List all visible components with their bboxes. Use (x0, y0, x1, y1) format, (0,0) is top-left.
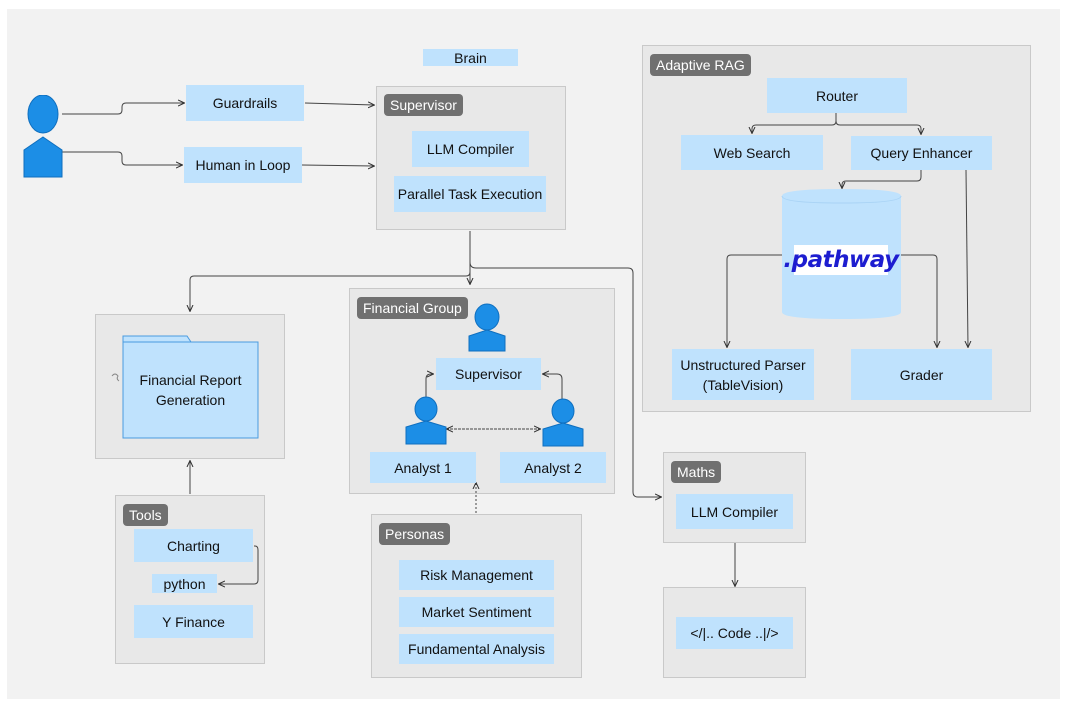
analyst-1-box: Analyst 1 (370, 452, 476, 483)
analyst1-person-icon (405, 396, 447, 445)
pathway-logo: .pathway (783, 245, 899, 275)
supervisor-title: Supervisor (384, 94, 463, 116)
edge-db-parser (727, 254, 790, 347)
maths-title: Maths (671, 461, 722, 483)
group-supervisor-box: Supervisor (436, 358, 541, 390)
financial-group-title: Financial Group (357, 297, 468, 319)
edge-user-human (62, 151, 182, 165)
edge-analyst2-supervisor (543, 374, 563, 400)
python-box: python (152, 574, 217, 593)
guardrails-box: Guardrails (186, 85, 304, 121)
report-line2: Generation (155, 392, 226, 408)
financial-report-generation: Financial Report Generation (124, 360, 257, 420)
edge-guardrails-supervisor (304, 103, 374, 105)
edge-human-supervisor (301, 165, 374, 166)
human-in-loop-box: Human in Loop (184, 147, 302, 183)
parallel-task-execution: Parallel Task Execution (394, 176, 546, 212)
grader-box: Grader (851, 349, 992, 400)
edge-user-guardrails (62, 103, 184, 115)
yfinance-box: Y Finance (134, 605, 253, 638)
edge-supervisor-maths (469, 261, 661, 497)
tools-title: Tools (123, 504, 168, 526)
router-box: Router (767, 78, 907, 113)
persona-risk-management: Risk Management (399, 560, 554, 590)
edge-charting-python (219, 545, 259, 584)
code-box: </|.. Code ..|/> (676, 617, 793, 649)
unstructured-parser-line1: Unstructured Parser (680, 356, 806, 373)
edge-enhancer-grader (966, 169, 968, 347)
analyst2-person-icon (542, 398, 584, 447)
user-icon (23, 95, 63, 178)
charting-box: Charting (134, 529, 253, 562)
web-search-box: Web Search (681, 135, 823, 170)
edge-db-grader (890, 254, 937, 347)
report-line1: Financial Report (139, 372, 242, 388)
edge-enhancer-db (842, 170, 922, 188)
persona-market-sentiment: Market Sentiment (399, 597, 554, 627)
personas-title: Personas (379, 523, 451, 545)
supervisor-llm-compiler: LLM Compiler (412, 131, 529, 167)
maths-llm-compiler: LLM Compiler (676, 494, 793, 529)
query-enhancer-box: Query Enhancer (851, 136, 992, 170)
edge-analyst1-supervisor (425, 374, 433, 398)
edge-router-split (752, 113, 837, 133)
folder-icon (122, 335, 259, 439)
group-supervisor-person-icon (468, 303, 506, 352)
edge-supervisor-report (190, 271, 471, 311)
adaptive-rag-title: Adaptive RAG (650, 54, 751, 76)
unstructured-parser-line2: (TableVision) (702, 376, 784, 393)
analyst-2-box: Analyst 2 (500, 452, 606, 483)
unstructured-parser-box: Unstructured Parser (TableVision) (672, 349, 814, 400)
brain-label: Brain (423, 49, 518, 66)
persona-fundamental-analysis: Fundamental Analysis (399, 634, 554, 664)
